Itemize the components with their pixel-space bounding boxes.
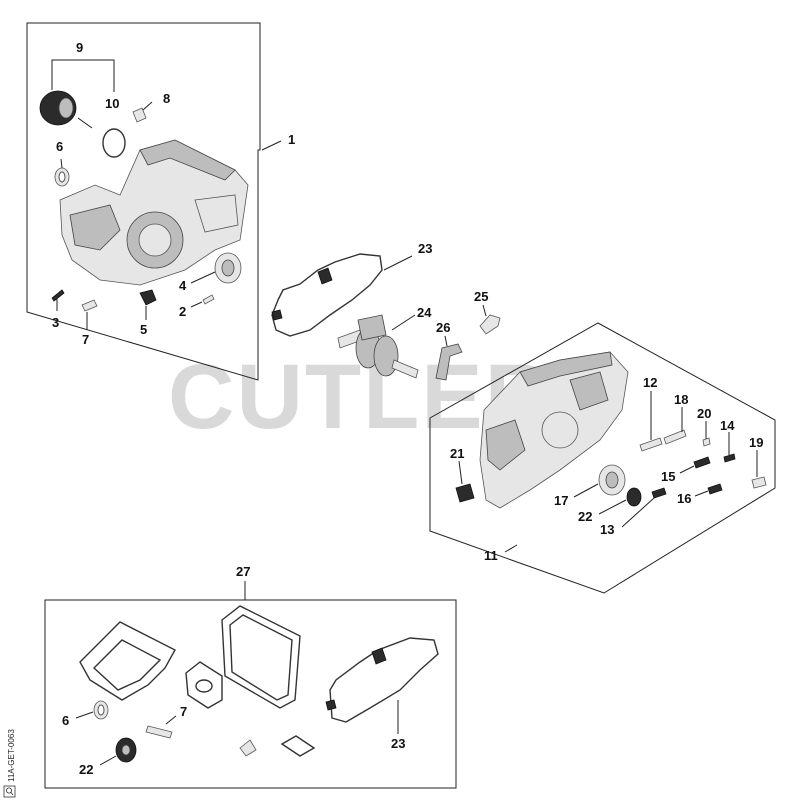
callout-10: 10 (105, 96, 119, 111)
set-gasket-23 (329, 637, 439, 723)
callout-11: 11 (484, 548, 498, 563)
callout-23: 23 (418, 241, 432, 256)
part-24-crankshaft (337, 314, 419, 379)
part-5-shape (139, 289, 157, 306)
part-7-screw (81, 299, 98, 312)
callout-9: 9 (76, 40, 83, 55)
crankcase-right-group: 12 18 20 14 19 21 15 16 17 22 13 11 (429, 322, 776, 594)
part-10-oring (102, 128, 126, 158)
callout-14: 14 (720, 418, 735, 433)
callout-15: 15 (661, 469, 675, 484)
part-26-shape (435, 343, 463, 381)
part-23-gasket (271, 253, 383, 337)
callout-16: 16 (677, 491, 691, 506)
crankcase-left-group: 9 10 8 1 6 4 2 3 7 5 (26, 22, 295, 381)
callout-3: 3 (52, 315, 59, 330)
callout-19: 19 (749, 435, 763, 450)
part-12-screw (639, 437, 663, 452)
part-2-pin (202, 294, 215, 305)
callout-5: 5 (140, 322, 147, 337)
part-18-shape (663, 429, 687, 445)
side-reference-code: 11A-GET-0063 (7, 729, 16, 782)
part-3-dowel (51, 289, 65, 302)
callout-7: 7 (82, 332, 89, 347)
part-19-shape (751, 476, 767, 489)
crankcase-left-box (26, 22, 261, 381)
callout-27: 27 (236, 564, 250, 579)
part-8-shape (132, 107, 147, 123)
part-20-shape (702, 437, 711, 447)
part-4-bearing (214, 252, 242, 284)
callout-8: 8 (163, 91, 170, 106)
part-16-shape (707, 483, 723, 495)
callout-17: 17 (554, 493, 568, 508)
set-callout-6: 6 (62, 713, 69, 728)
crankcase-left-part (59, 139, 249, 286)
callout-18: 18 (674, 392, 688, 407)
callout-26: 26 (436, 320, 450, 335)
crankcase-right-box (429, 322, 776, 594)
set-callout-7: 7 (180, 704, 187, 719)
part-15-shape (693, 456, 711, 469)
crankcase-right-part (479, 351, 629, 509)
callout-13: 13 (600, 522, 614, 537)
middle-parts-group: 23 24 25 26 (271, 241, 501, 381)
callout-22: 22 (578, 509, 592, 524)
small-gasket (185, 661, 223, 709)
callout-24: 24 (417, 305, 432, 320)
callout-2: 2 (179, 304, 186, 319)
gasket-set-box (44, 599, 457, 789)
cylinder-base-gasket (79, 621, 176, 701)
set-callout-22: 22 (79, 762, 93, 777)
part-25-shape (479, 314, 501, 335)
set-screw-7 (145, 725, 173, 739)
part-21-shape (455, 483, 475, 503)
callout-1: 1 (288, 132, 295, 147)
part-9-shape (39, 90, 93, 129)
callout-4: 4 (179, 278, 187, 293)
part-17-bearing (598, 464, 626, 496)
part-22-seal (626, 487, 642, 507)
set-small-part-b (280, 735, 316, 757)
part-13-shape (651, 487, 667, 499)
callout-6: 6 (56, 139, 63, 154)
set-callout-23: 23 (391, 736, 405, 751)
part-14-shape (723, 453, 736, 463)
callout-12: 12 (643, 375, 657, 390)
large-square-gasket (221, 605, 301, 709)
set-small-part-a (239, 739, 257, 757)
callout-25: 25 (474, 289, 488, 304)
zoom-in-icon[interactable] (3, 785, 16, 798)
gasket-set-group: 27 6 7 22 23 (44, 564, 457, 789)
callout-20: 20 (697, 406, 711, 421)
callout-21: 21 (450, 446, 464, 461)
